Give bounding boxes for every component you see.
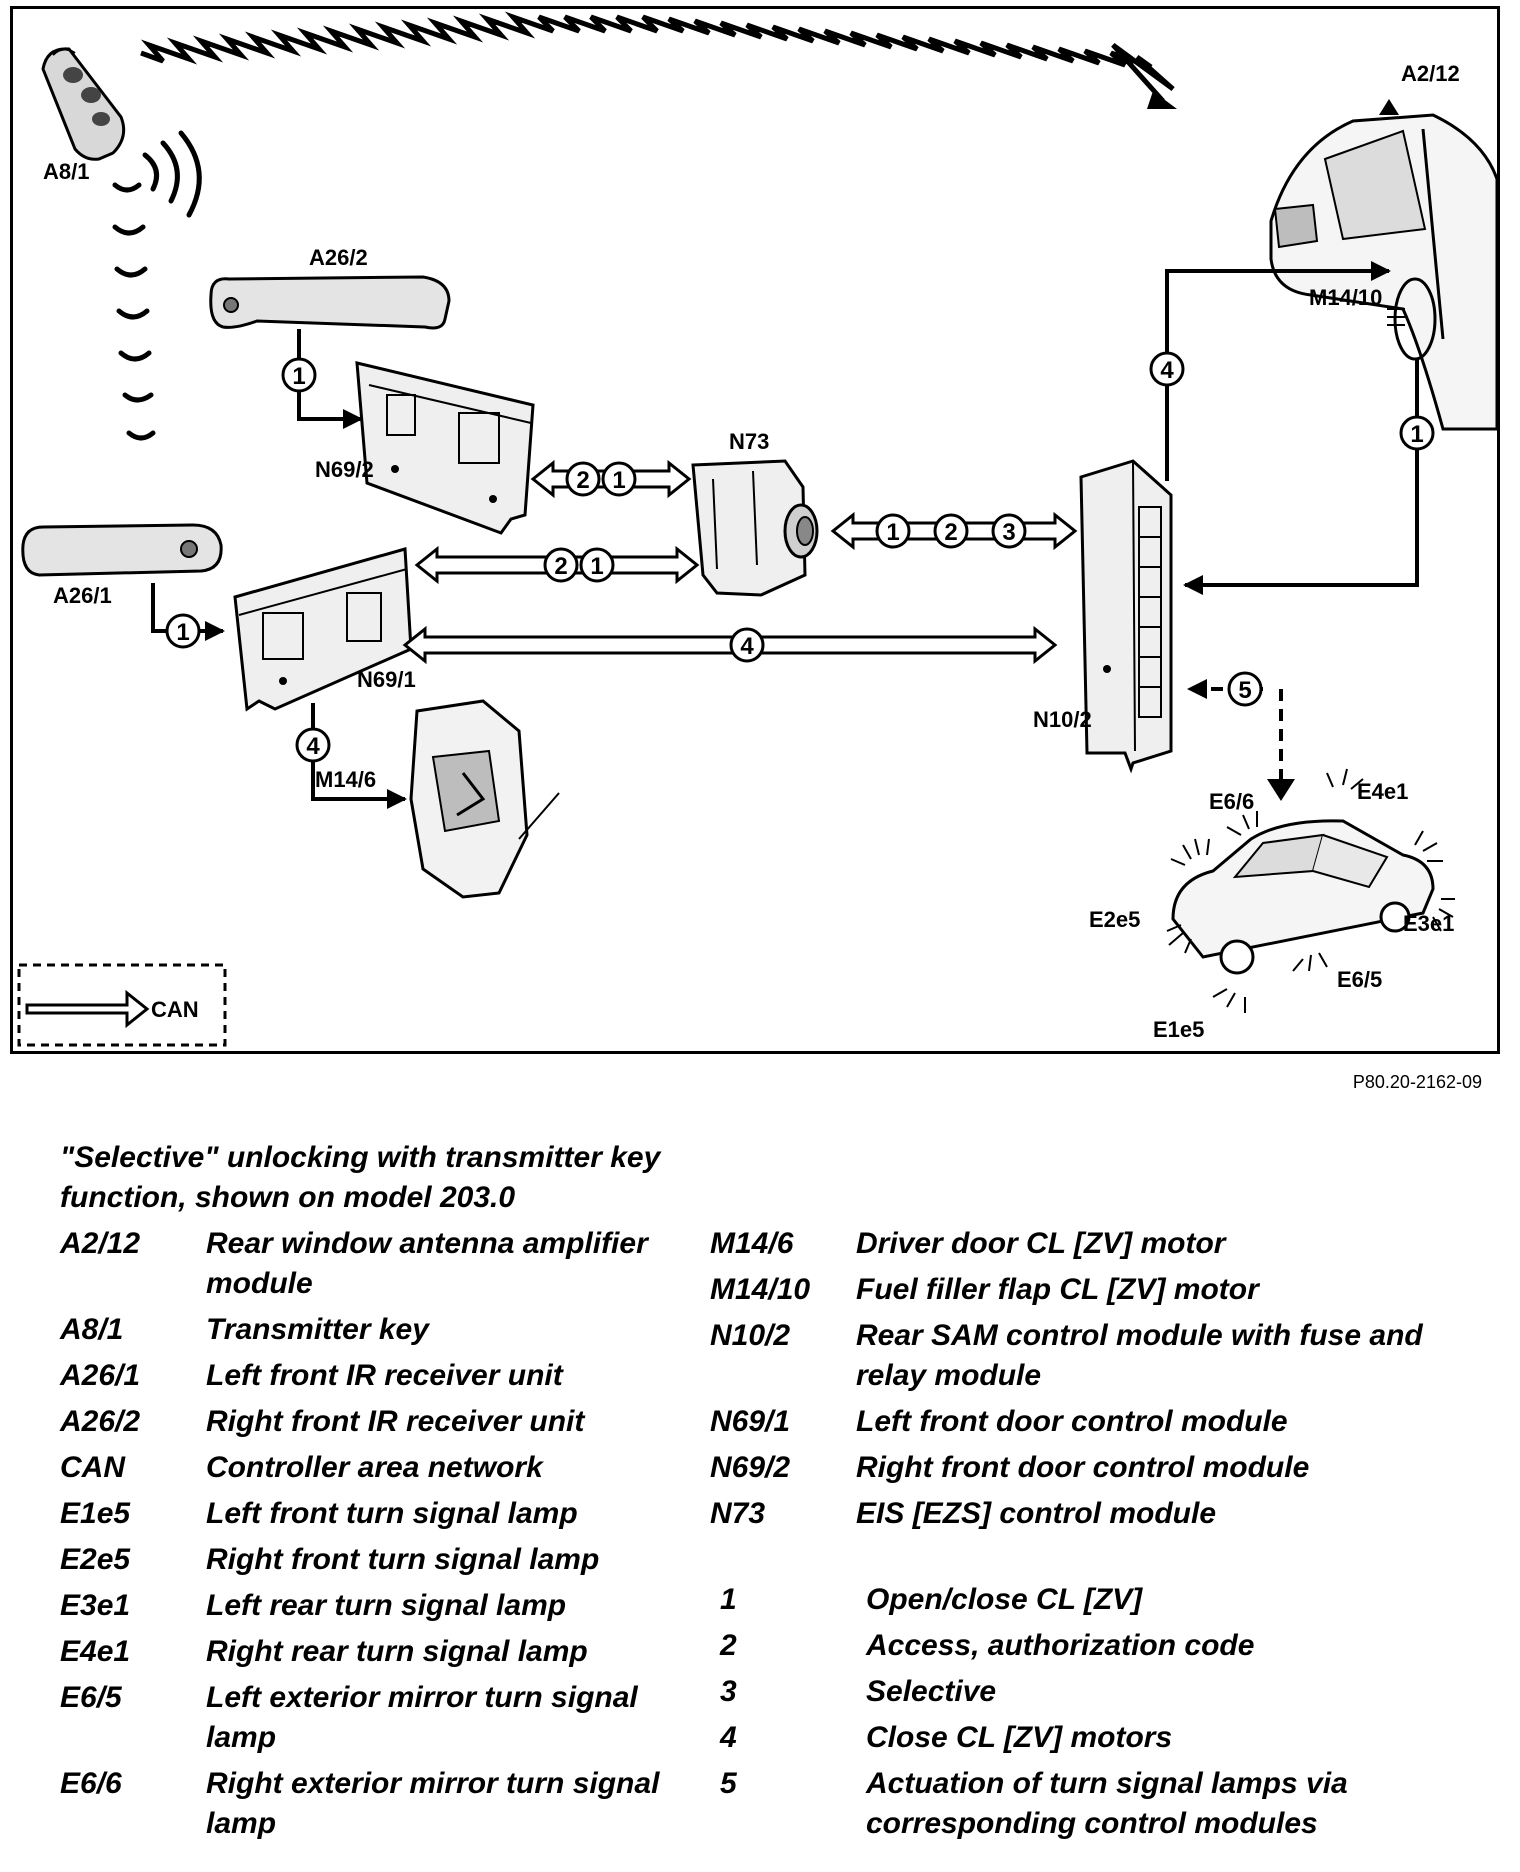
label-a8-1: A8/1	[43, 159, 89, 184]
left-door-handle-icon	[21, 523, 223, 577]
badge-5-turn: 5	[1227, 671, 1263, 707]
label-n10-2: N10/2	[1033, 707, 1092, 732]
n10-2-module-icon	[1079, 459, 1173, 774]
right-door-handle-icon	[209, 275, 451, 330]
label-n69-1: N69/1	[357, 667, 416, 692]
can-legend-box: CAN	[17, 963, 227, 1047]
badge-3-n73: 3	[991, 513, 1027, 549]
diagram-frame: A8/1 A26/2 A26/1 N69/2	[10, 6, 1500, 1054]
badge-4-m14-6: 4	[295, 727, 331, 763]
svg-text:2: 2	[944, 519, 957, 546]
badge-1-n69-2: 1	[281, 357, 317, 393]
svg-text:2: 2	[554, 553, 567, 580]
label-m14-6: M14/6	[315, 767, 376, 792]
badge-1-lower: 1	[579, 547, 615, 583]
svg-text:1: 1	[1410, 421, 1423, 448]
label-e6-6: E6/6	[1209, 789, 1254, 814]
ir-signal-zigzag	[140, 11, 1175, 103]
figure-reference: P80.20-2162-09	[1352, 1072, 1482, 1092]
svg-text:4: 4	[306, 733, 320, 760]
badge-4-fuel: 4	[1149, 351, 1185, 387]
svg-text:3: 3	[1002, 519, 1015, 546]
label-e6-5: E6/5	[1337, 967, 1382, 992]
fuel-flap-hatch	[1387, 308, 1405, 326]
label-a26-1: A26/1	[53, 583, 112, 608]
badge-4-long: 4	[729, 627, 765, 663]
n69-2-module-icon	[355, 361, 535, 535]
label-a2-12: A2/12	[1401, 61, 1460, 86]
badge-1-rear: 1	[1399, 415, 1435, 451]
svg-text:4: 4	[740, 633, 754, 660]
legend-spacer	[710, 1540, 1450, 1580]
label-e1e5: E1e5	[1153, 1017, 1204, 1042]
badge-1-upper: 1	[601, 461, 637, 497]
label-n69-2: N69/2	[315, 457, 374, 482]
badge-1-n69-1: 1	[165, 613, 201, 649]
legend: "Selective" unlocking with transmitter k…	[60, 1138, 1460, 1840]
turn-signal-flash-marks	[1166, 768, 1455, 1013]
ir-waves-icon	[112, 130, 202, 441]
badge-2-n73: 2	[933, 513, 969, 549]
svg-text:1: 1	[590, 553, 603, 580]
svg-text:2: 2	[576, 467, 589, 494]
door-lock-motor-icon	[409, 699, 560, 899]
car-rear-icon	[1269, 99, 1497, 431]
locking-system-diagram: A8/1 A26/2 A26/1 N69/2	[17, 11, 1497, 1047]
transmitter-key-icon	[41, 47, 126, 161]
svg-text:5: 5	[1238, 677, 1251, 704]
can-legend-label: CAN	[151, 997, 199, 1022]
label-e3e1: E3e1	[1403, 911, 1454, 936]
svg-text:1: 1	[292, 363, 305, 390]
svg-text:1: 1	[886, 519, 899, 546]
car-turn-signals-icon	[1171, 819, 1435, 975]
svg-text:1: 1	[612, 467, 625, 494]
label-m14-10: M14/10	[1309, 285, 1382, 310]
n73-module-icon	[691, 459, 819, 597]
badge-1-n73: 1	[875, 513, 911, 549]
svg-text:4: 4	[1160, 357, 1174, 384]
circled-numbers: 1 1 4 2 1 2 1 1 2 3 4 4 1 5	[165, 351, 1435, 763]
label-a26-2: A26/2	[309, 245, 368, 270]
badge-2-lower: 2	[543, 547, 579, 583]
n69-1-module-icon	[233, 547, 413, 712]
badge-2-upper: 2	[565, 461, 601, 497]
legend-title: "Selective" unlocking with transmitter k…	[60, 1141, 661, 1214]
label-n73: N73	[729, 429, 769, 454]
label-e2e5: E2e5	[1089, 907, 1140, 932]
svg-text:1: 1	[176, 619, 189, 646]
label-e4e1: E4e1	[1357, 779, 1408, 804]
